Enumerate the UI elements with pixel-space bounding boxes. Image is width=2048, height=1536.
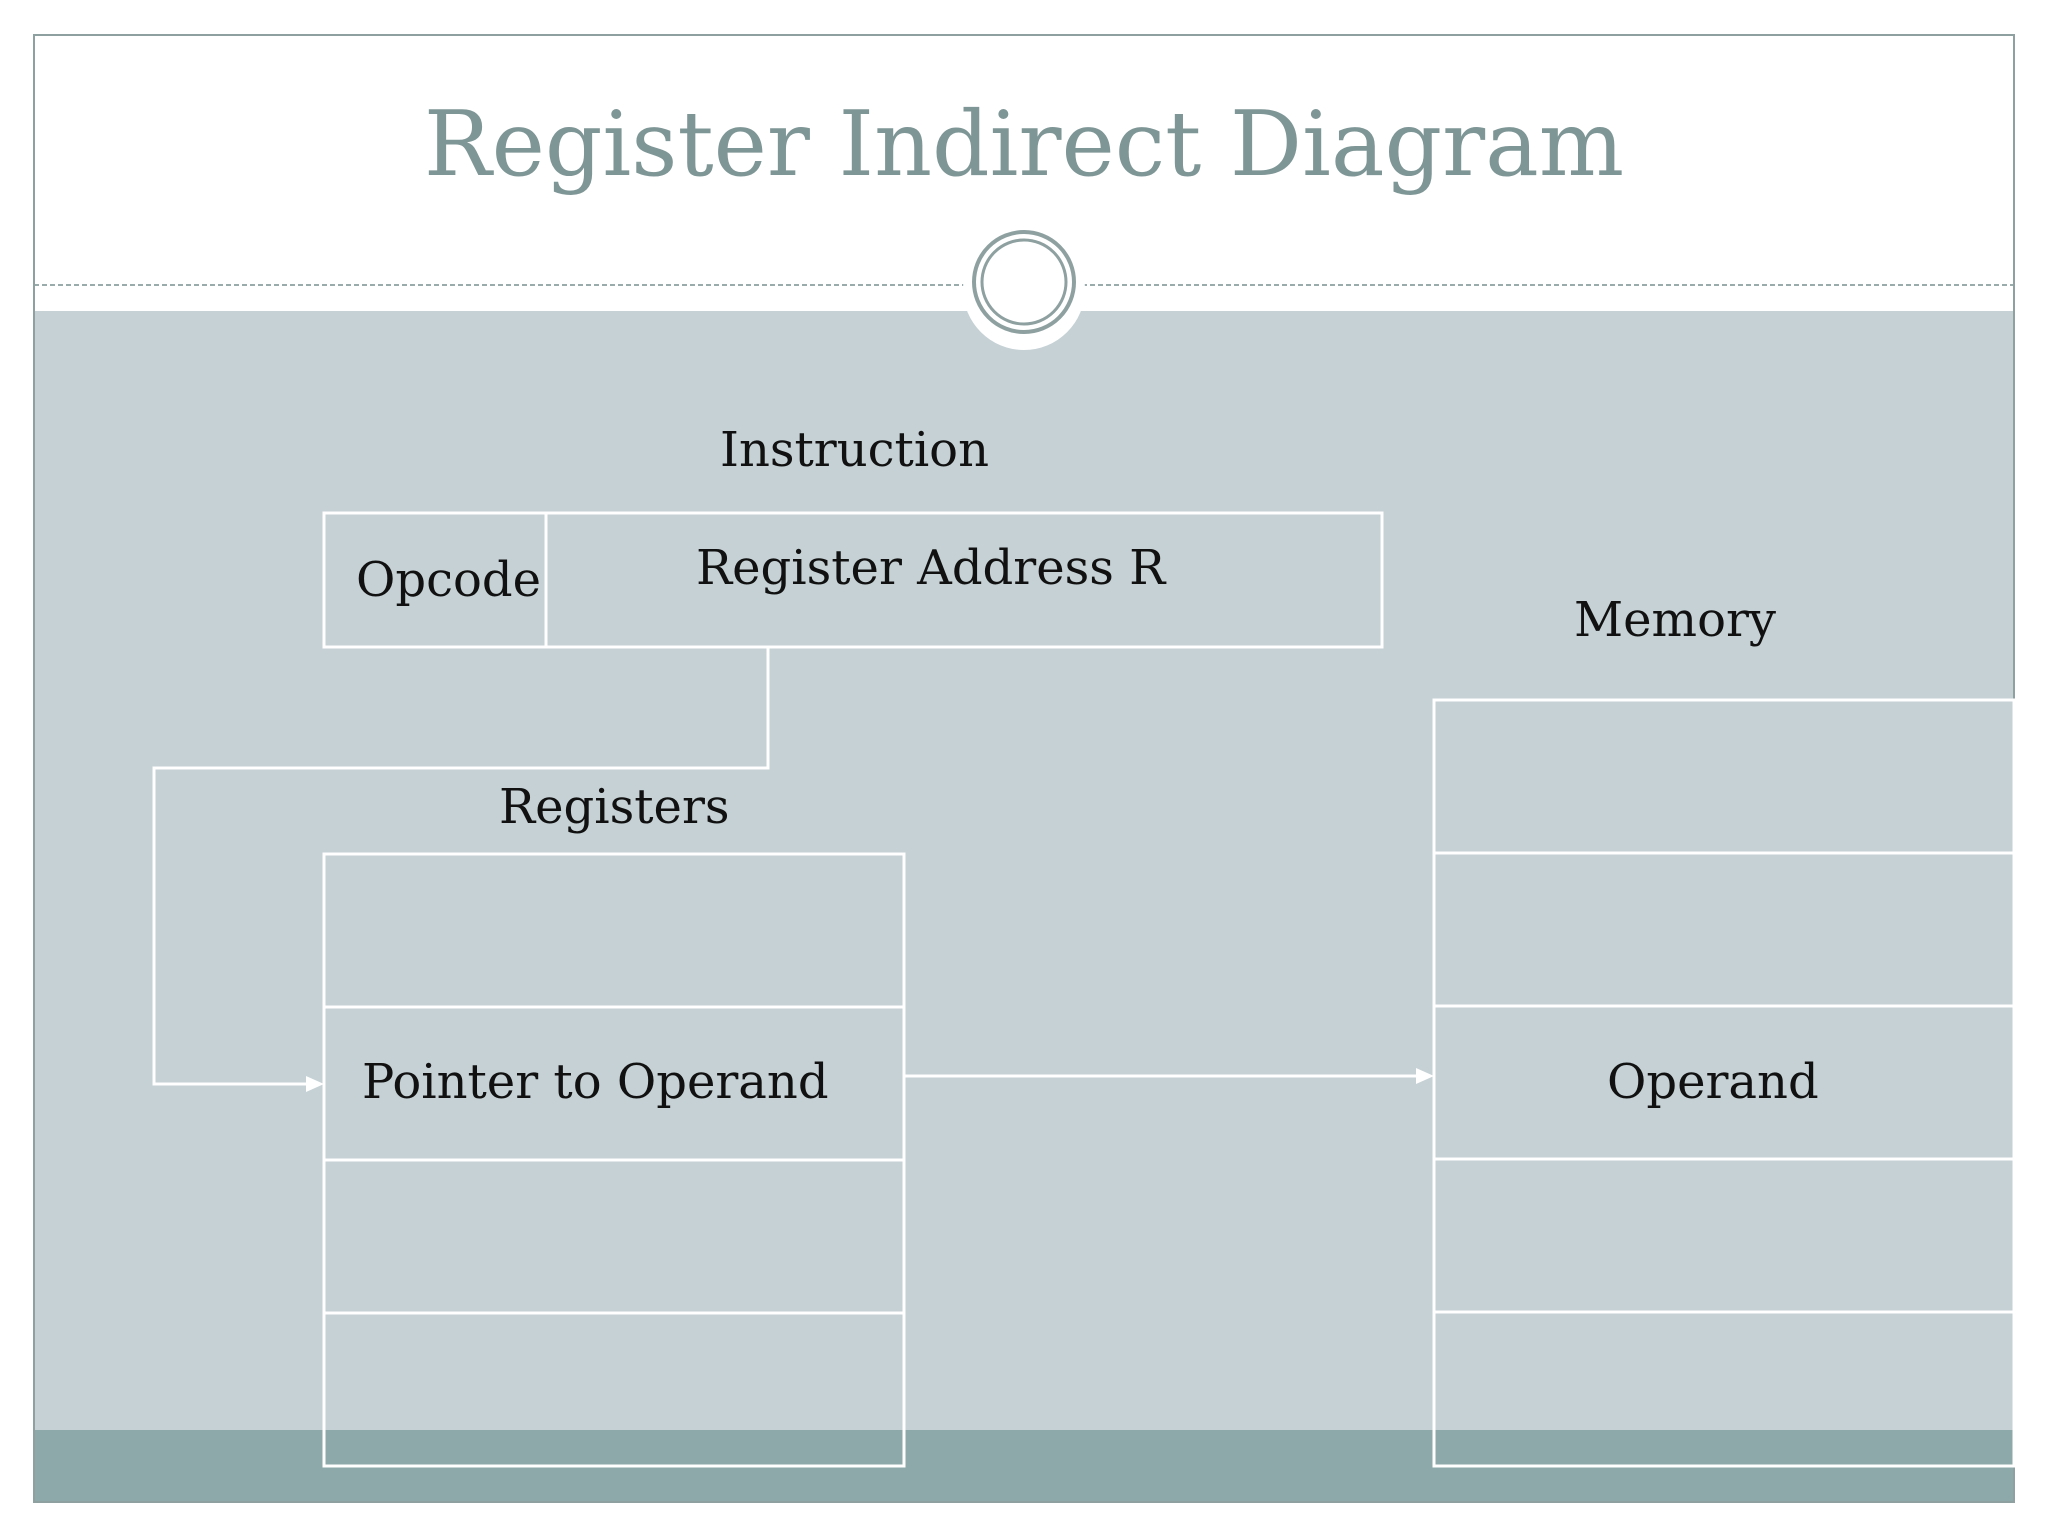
arrowhead-register: [306, 1076, 324, 1092]
instruction-to-register-connector: [152, 647, 770, 1086]
operand-label: Operand: [1607, 1054, 1819, 1110]
opcode-label: Opcode: [356, 552, 541, 608]
ring-ornament-icon: [963, 228, 1085, 350]
page-title: Register Indirect Diagram: [423, 92, 1625, 197]
content-background: [34, 311, 2014, 1503]
instruction-box: [322, 511, 1384, 649]
memory-label: Memory: [1574, 592, 1777, 648]
memory-stack: [1432, 698, 2016, 1468]
arrowhead-operand: [1416, 1068, 1434, 1084]
pointer-label: Pointer to Operand: [362, 1054, 829, 1110]
registers-label: Registers: [499, 779, 730, 835]
instruction-label: Instruction: [720, 422, 989, 478]
register-address-label: Register Address R: [696, 540, 1166, 596]
memory-cell: [1432, 1310, 2016, 1468]
registers-stack: [322, 852, 906, 1468]
register-cell: [322, 1311, 906, 1468]
register-address-field: [544, 511, 1384, 649]
